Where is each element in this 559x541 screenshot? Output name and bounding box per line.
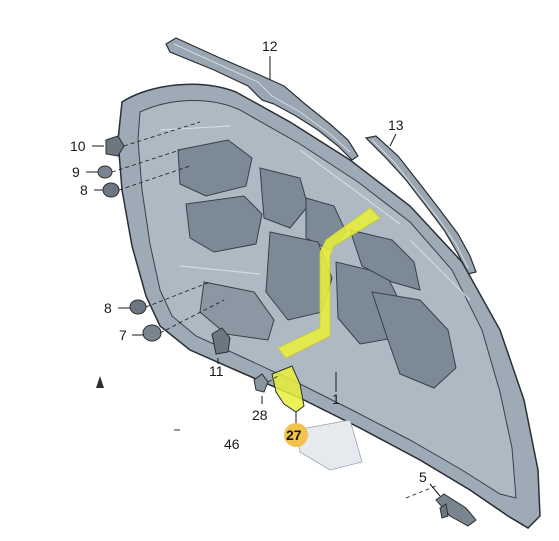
callout-circle-27 (284, 423, 308, 447)
leader-lines (86, 56, 441, 499)
label-8-upper: 8 (80, 182, 88, 198)
bumper-7 (142, 324, 162, 342)
label-7: 7 (119, 327, 127, 343)
label-1: 1 (332, 391, 340, 407)
label-12: 12 (262, 38, 278, 54)
label-46: 46 (224, 436, 240, 452)
label-8-lower: 8 (104, 300, 112, 316)
seal-strip-13 (364, 135, 477, 275)
label-11: 11 (209, 363, 224, 379)
clip-28 (253, 373, 269, 393)
grommet-8-upper (102, 182, 120, 198)
buffer-11 (211, 327, 231, 355)
label-28: 28 (252, 407, 268, 423)
arrow-mark (96, 376, 104, 388)
grommet-8-lower (129, 299, 147, 315)
label-5: 5 (419, 469, 427, 485)
label-9: 9 (72, 164, 80, 180)
part-labels: 12 13 10 9 8 8 7 11 1 28 27 46 5 (70, 38, 427, 485)
seal-strip-12 (165, 37, 359, 161)
grommet-9 (97, 165, 113, 179)
latch-5 (435, 493, 477, 527)
label-13: 13 (388, 117, 404, 133)
highlight-strip (277, 207, 381, 359)
clip-10 (105, 135, 125, 157)
label-10: 10 (70, 138, 86, 154)
bracket-27 (271, 365, 305, 413)
label-27: 27 (286, 427, 302, 443)
